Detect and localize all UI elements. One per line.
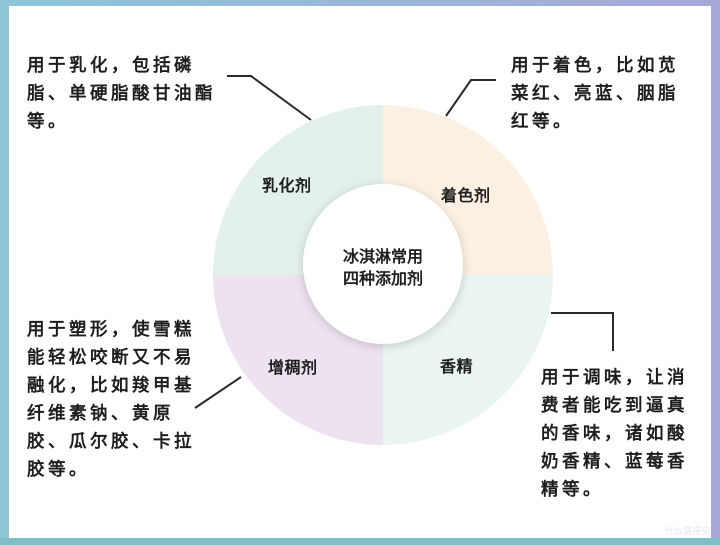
bottom-border (0, 538, 720, 545)
center-title-line2: 四种添加剂 (342, 269, 423, 288)
note-thickener: 用于塑形，使雪糕能轻松咬断又不易融化，比如羧甲基纤维素钠、黄原胶、瓜尔胶、卡拉胶… (27, 320, 195, 480)
segment-label-thickener: 增稠剂 (268, 358, 318, 377)
note-flavor: 用于调味，让消费者能吃到逼真的香味，诸如酸奶香精、蓝莓香精等。 (541, 368, 688, 500)
connector-flavor (551, 312, 614, 351)
watermark: 什么值得买 (664, 527, 710, 537)
connector-emulsifier (227, 75, 312, 121)
center-title: 冰淇淋常用 四种添加剂 (318, 246, 448, 290)
note-emulsifier: 用于乳化，包括磷脂、单硬脂酸甘油酯等。 (27, 56, 216, 132)
center-title-line1: 冰淇淋常用 (342, 247, 423, 266)
segment-label-emulsifier: 乳化剂 (262, 176, 312, 195)
segment-label-colorant: 着色剂 (441, 186, 491, 205)
connector-colorant (445, 79, 496, 117)
connector-thickener (194, 376, 242, 409)
segment-label-flavor: 香精 (440, 357, 474, 376)
note-colorant: 用于着色，比如苋菜红、亮蓝、胭脂红等。 (511, 56, 679, 132)
center-circle (303, 184, 463, 344)
